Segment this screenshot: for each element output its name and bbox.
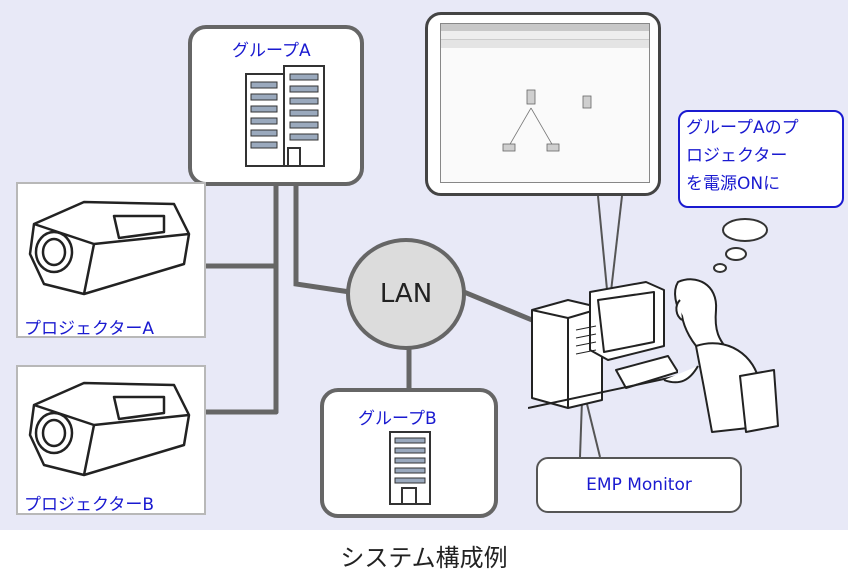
projector-icon: [28, 381, 191, 477]
emp-monitor-label: EMP Monitor: [586, 475, 692, 495]
group-tree-view: [502, 89, 592, 152]
lan-node: LAN: [346, 238, 466, 350]
group-a-label: グループA: [232, 41, 311, 61]
callout-line-3: を電源ONに: [686, 174, 781, 194]
emp-monitor-label-box: EMP Monitor: [536, 457, 742, 513]
thought-bubble-icon: [713, 218, 768, 273]
projector-b-label: プロジェクターB: [24, 495, 154, 515]
operator-person-icon: [663, 278, 779, 433]
screen-preview-callout: [425, 12, 661, 196]
instruction-callout: グループAのプ ロジェクター を電源ONに: [678, 110, 844, 208]
lan-label: LAN: [379, 279, 433, 309]
group-b-label: グループB: [358, 409, 437, 429]
projector-a-label: プロジェクターA: [24, 319, 154, 339]
app-titlebar: [441, 24, 649, 31]
callout-line-2: ロジェクター: [686, 146, 788, 166]
app-window-preview: [440, 23, 650, 183]
projector-icon: [28, 200, 191, 296]
callout-line-1: グループAのプ: [686, 118, 799, 138]
figure-caption: システム構成例: [340, 544, 508, 572]
office-building-icon: [389, 431, 431, 505]
app-tabs: [441, 40, 649, 48]
computer-icon: [528, 281, 678, 409]
office-building-icon: [245, 65, 325, 167]
app-menubar: [441, 31, 649, 40]
